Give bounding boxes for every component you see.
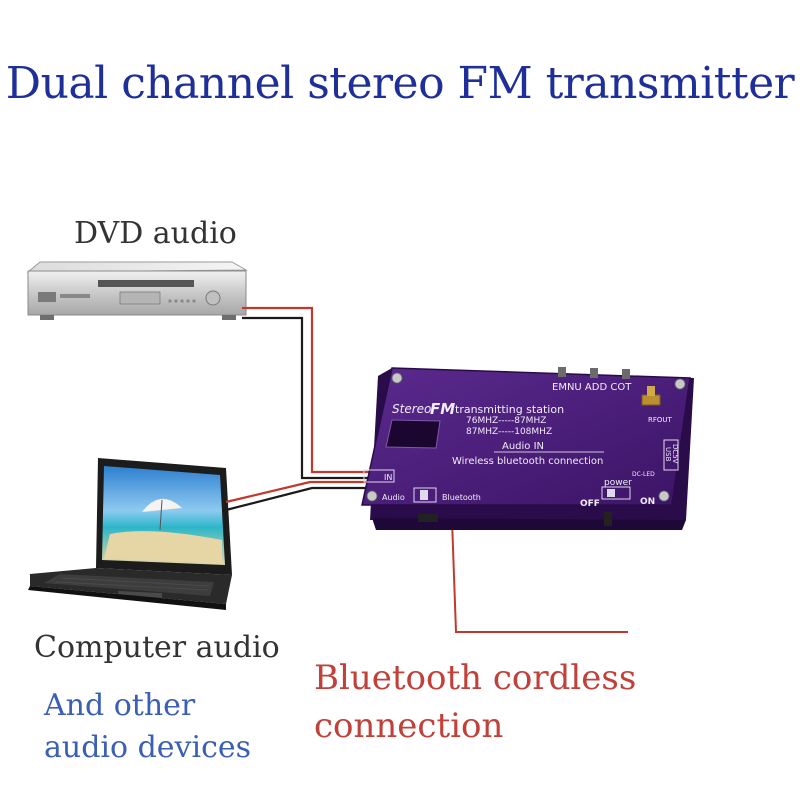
device-bluetooth-label: Bluetooth	[442, 493, 481, 502]
device-range-1: 76MHZ-----87MHZ	[466, 416, 546, 426]
device-brand-pre: Stereo	[392, 402, 431, 416]
device-on-label: ON	[640, 497, 655, 507]
device-range-2: 87MHZ-----108MHZ	[466, 427, 552, 437]
device-dcled-label: DC-LED	[632, 471, 655, 478]
device-button-labels: EMNU ADD COT	[552, 382, 632, 393]
computer-audio-label: Computer audio	[34, 630, 280, 665]
device-usb-label: USB	[664, 447, 672, 462]
device-rfout-label: RFOUT	[648, 416, 673, 424]
device-in-port-label: IN	[384, 473, 392, 482]
device-off-label: OFF	[580, 499, 600, 509]
device-audio-label: Audio	[382, 493, 405, 502]
device-brand-post: transmitting station	[455, 403, 564, 416]
device-wireless-label: Wireless bluetooth connection	[452, 456, 603, 467]
fm-transmitter-device: EMNU ADD COT Stereo FM transmitting stat…	[361, 367, 694, 530]
device-brand-fm: FM	[430, 400, 455, 418]
laptop	[28, 458, 232, 610]
dvd-player	[26, 261, 248, 320]
bluetooth-label-line2: connection	[314, 706, 504, 746]
device-dc5v-label: DC5V	[671, 444, 679, 464]
device-audio-in: Audio IN	[502, 441, 544, 452]
device-power-label: power	[604, 478, 632, 488]
page-title: Dual channel stereo FM transmitter	[5, 58, 795, 109]
dvd-audio-label: DVD audio	[74, 216, 237, 251]
other-devices-label-line2: audio devices	[44, 730, 252, 765]
dvd-wires	[242, 306, 384, 480]
bluetooth-pointer-line	[451, 519, 628, 633]
bluetooth-label-line1: Bluetooth cordless	[314, 658, 637, 698]
computer-wires	[225, 480, 384, 512]
other-devices-label-line1: And other	[44, 688, 196, 723]
